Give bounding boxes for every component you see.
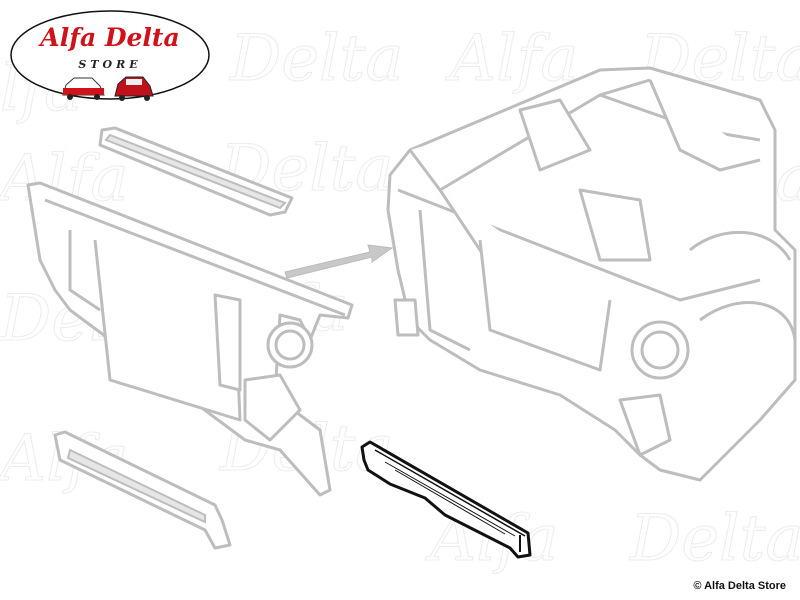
copyright-text: © Alfa Delta Store <box>693 580 786 592</box>
svg-text:Alfa: Alfa <box>445 22 579 96</box>
svg-text:Alfa Delta: Alfa Delta <box>38 23 179 52</box>
body-shell-part <box>386 66 797 482</box>
highlighted-lower-panel-part <box>360 440 532 559</box>
upper-crossmember-part <box>98 126 294 217</box>
front-panel-part <box>26 181 354 497</box>
svg-text:Delta: Delta <box>229 22 404 96</box>
car-icon <box>62 77 105 100</box>
svg-text:STORE: STORE <box>78 58 141 71</box>
arrow-icon <box>284 244 394 279</box>
svg-text:Delta: Delta <box>629 502 800 576</box>
alfa-delta-store-logo: Alfa Delta STORE <box>10 10 210 101</box>
lower-crossmember-part <box>53 430 232 550</box>
car-icon <box>114 76 154 101</box>
